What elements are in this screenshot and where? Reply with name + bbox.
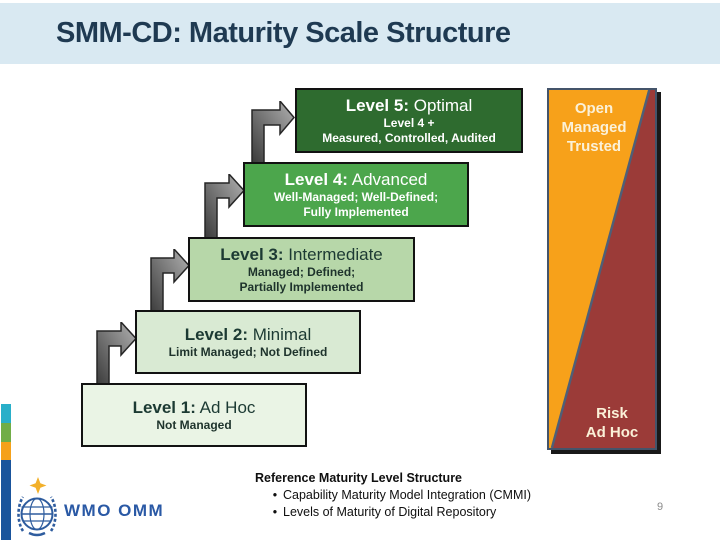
scale-bar-gradient-shape <box>549 90 655 448</box>
maturity-scale-bar: Open Managed Trusted Risk Ad Hoc <box>547 88 657 450</box>
level-3-heading: Level 3: Intermediate <box>220 244 383 264</box>
level-4-heading: Level 4: Advanced <box>284 169 428 189</box>
level-4-description: Fully Implemented <box>303 204 409 219</box>
level-4-box: Level 4: Advanced Well-Managed; Well-Def… <box>243 162 469 227</box>
level-5-heading: Level 5: Optimal <box>345 95 473 115</box>
page-title: SMM-CD: Maturity Scale Structure <box>56 17 511 49</box>
reference-heading: Reference Maturity Level Structure <box>255 471 463 485</box>
edge-stripe-blue <box>1 460 11 540</box>
level-1-box: Level 1: Ad Hoc Not Managed <box>81 383 307 447</box>
level-5-description: Level 4 + <box>383 115 435 130</box>
bullet-icon: • <box>272 488 278 502</box>
reference-note: Reference Maturity Level Structure • Cap… <box>255 470 531 521</box>
level-3-box: Level 3: Intermediate Managed; Defined; … <box>188 237 415 302</box>
level-1-description: Not Managed <box>156 417 232 432</box>
wmo-logo-text: WMO OMM <box>64 501 165 520</box>
bent-arrow-icon <box>150 249 190 315</box>
bent-arrow-icon <box>204 174 245 240</box>
level-2-description: Limit Managed; Not Defined <box>168 344 328 359</box>
bullet-icon: • <box>272 505 278 519</box>
level-1-heading: Level 1: Ad Hoc <box>132 397 256 417</box>
level-4-description: Well-Managed; Well-Defined; <box>273 189 439 204</box>
level-3-description: Managed; Defined; <box>247 264 356 279</box>
edge-stripe-cyan <box>1 404 11 423</box>
wmo-logo-icon <box>17 477 57 537</box>
edge-stripe-green <box>1 423 11 442</box>
title-band: SMM-CD: Maturity Scale Structure <box>0 3 720 64</box>
scale-bottom-label: Risk Ad Hoc <box>585 405 639 441</box>
reference-bullet: • Levels of Maturity of Digital Reposito… <box>255 504 531 521</box>
scale-top-label: Open Managed Trusted <box>561 100 627 155</box>
level-3-description: Partially Implemented <box>239 279 364 294</box>
bent-arrow-icon <box>96 322 137 386</box>
level-5-box: Level 5: Optimal Level 4 + Measured, Con… <box>295 88 523 153</box>
reference-bullet: • Capability Maturity Model Integration … <box>255 487 531 504</box>
page-number: 9 <box>656 501 664 513</box>
bent-arrow-icon <box>251 101 295 164</box>
level-2-box: Level 2: Minimal Limit Managed; Not Defi… <box>135 310 361 374</box>
edge-stripe-orange <box>1 442 11 460</box>
level-5-description: Measured, Controlled, Audited <box>322 130 496 145</box>
level-2-heading: Level 2: Minimal <box>184 324 312 344</box>
